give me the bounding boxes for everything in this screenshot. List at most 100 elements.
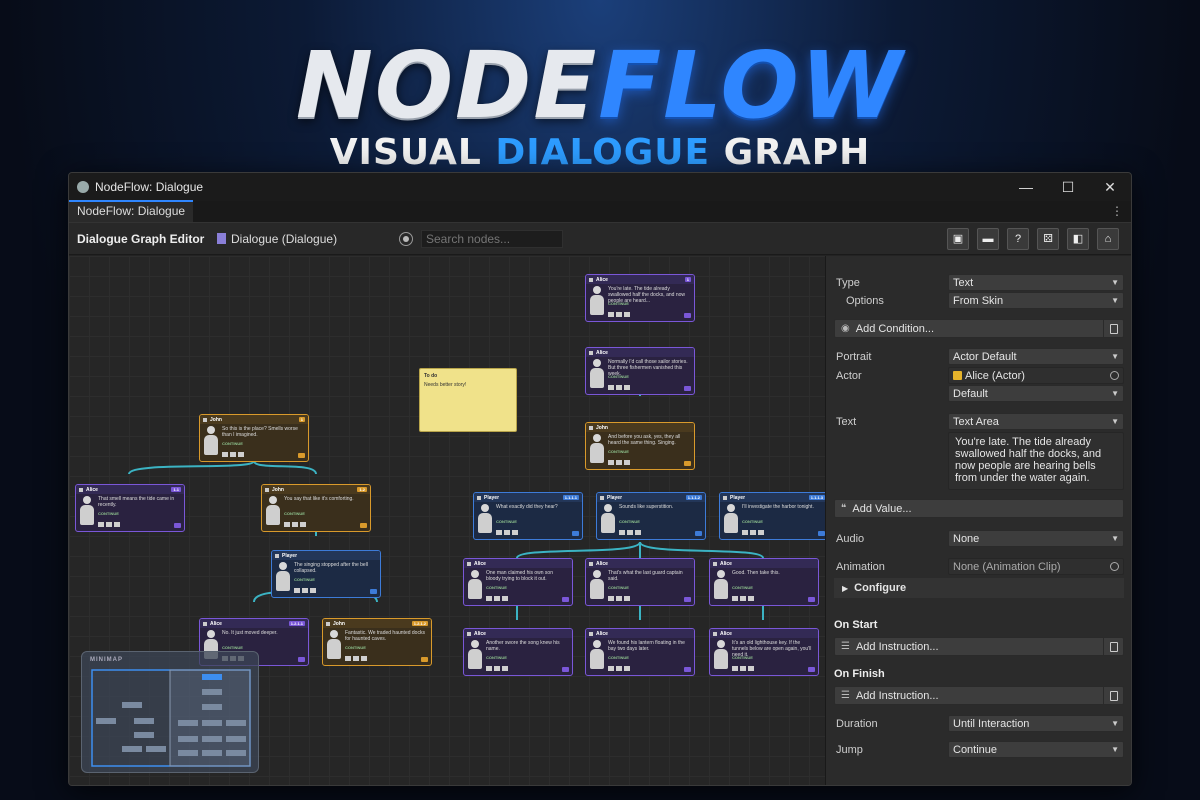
continue-label: CONTINUE [486,585,507,590]
node-output-port[interactable] [298,657,305,662]
node-action-icons[interactable] [98,522,120,527]
node-action-icons[interactable] [742,530,764,535]
node-action-icons[interactable] [608,596,630,601]
actor-field[interactable]: Alice (Actor) [948,367,1124,384]
comment-icon[interactable]: ▬ [977,227,999,250]
node-action-icons[interactable] [496,530,518,535]
add-condition-button[interactable]: ◉ Add Condition... [834,319,1124,338]
actor-default-dropdown[interactable]: Default▼ [948,385,1124,402]
asset-picker-icon[interactable] [399,231,413,246]
sticky-note[interactable]: To do Needs better story! [419,368,517,432]
node-output-port[interactable] [818,531,825,536]
maximize-button[interactable]: ☐ [1061,178,1075,195]
node-output-port[interactable] [174,523,181,528]
note-title: To do [424,373,438,379]
node-action-icons[interactable] [608,460,630,465]
configure-foldout[interactable]: ▶ Configure [834,578,1124,598]
node-action-icons[interactable] [732,666,754,671]
add-instruction-finish-button[interactable]: ☰ Add Instruction... [834,686,1124,705]
asset-field[interactable]: Dialogue (Dialogue) [217,230,393,248]
jump-value: Continue [953,743,998,756]
text-row: Text Text Area▼ [836,413,1124,430]
portrait-dropdown[interactable]: Actor Default▼ [948,348,1124,365]
node-action-icons[interactable] [608,312,630,317]
node-output-port[interactable] [562,667,569,672]
home-icon[interactable]: ⌂ [1097,227,1119,250]
close-button[interactable]: ✕ [1104,178,1116,195]
panel-icon[interactable]: ◧ [1067,227,1089,250]
node-action-icons[interactable] [486,596,508,601]
asset-name: Dialogue (Dialogue) [231,231,338,246]
minimize-button[interactable]: — [1019,178,1033,195]
node-output-port[interactable] [298,453,305,458]
object-picker-icon[interactable] [1110,371,1119,380]
node-output-port[interactable] [808,597,815,602]
node-action-icons[interactable] [608,666,630,671]
node-action-icons[interactable] [619,530,641,535]
node-action-icons[interactable] [486,666,508,671]
jump-dropdown[interactable]: Continue▼ [948,741,1124,758]
actor-label: Actor [836,369,862,382]
add-instruction-start-button[interactable]: ☰ Add Instruction... [834,637,1124,656]
node-output-port[interactable] [572,531,579,536]
node-output-port[interactable] [684,386,691,391]
clipboard-icon[interactable] [1103,320,1123,337]
node-output-port[interactable] [684,461,691,466]
tab-nodeflow-dialogue[interactable]: NodeFlow: Dialogue [69,200,194,222]
portrait-icon [589,640,605,670]
node-action-icons[interactable] [284,522,306,527]
duration-dropdown[interactable]: Until Interaction▼ [948,715,1124,732]
text-mode-dropdown[interactable]: Text Area▼ [948,413,1124,430]
node-output-port[interactable] [370,589,377,594]
node-action-icons[interactable] [294,588,316,593]
type-dropdown[interactable]: Text▼ [948,274,1124,291]
dialogue-text-area[interactable]: You're late. The tide already swallowed … [948,432,1124,490]
node-output-port[interactable] [360,523,367,528]
node-action-icons[interactable] [732,596,754,601]
options-dropdown[interactable]: From Skin▼ [948,292,1124,309]
node-output-port[interactable] [695,531,702,536]
node-action-icons[interactable] [345,656,367,661]
node-output-port[interactable] [684,667,691,672]
node-action-icons[interactable] [608,385,630,390]
node-action-icons[interactable] [222,452,244,457]
audio-dropdown[interactable]: None▼ [948,530,1124,547]
node-output-port[interactable] [562,597,569,602]
image-icon[interactable]: ▣ [947,227,969,250]
title-bar[interactable]: NodeFlow: Dialogue — ☐ ✕ [69,173,1131,201]
node-output-port[interactable] [684,597,691,602]
node-output-port[interactable] [684,313,691,318]
add-value-button[interactable]: ❝ Add Value... [834,499,1124,518]
animation-field[interactable]: None (Animation Clip) [948,558,1124,575]
help-icon[interactable]: ? [1007,227,1029,250]
node-type-icon [589,425,593,430]
dice-icon[interactable]: ⚄ [1037,227,1059,250]
clipboard-icon[interactable] [1103,638,1123,655]
type-label: Type [836,276,860,289]
object-picker-icon[interactable] [1110,562,1119,571]
node-output-port[interactable] [808,667,815,672]
node-output-port[interactable] [421,657,428,662]
tab-menu-icon[interactable]: ⋮ [1111,204,1123,218]
clipboard-icon[interactable] [1103,687,1123,704]
search-input[interactable] [421,229,563,248]
minimap[interactable]: MINIMAP [81,651,259,773]
